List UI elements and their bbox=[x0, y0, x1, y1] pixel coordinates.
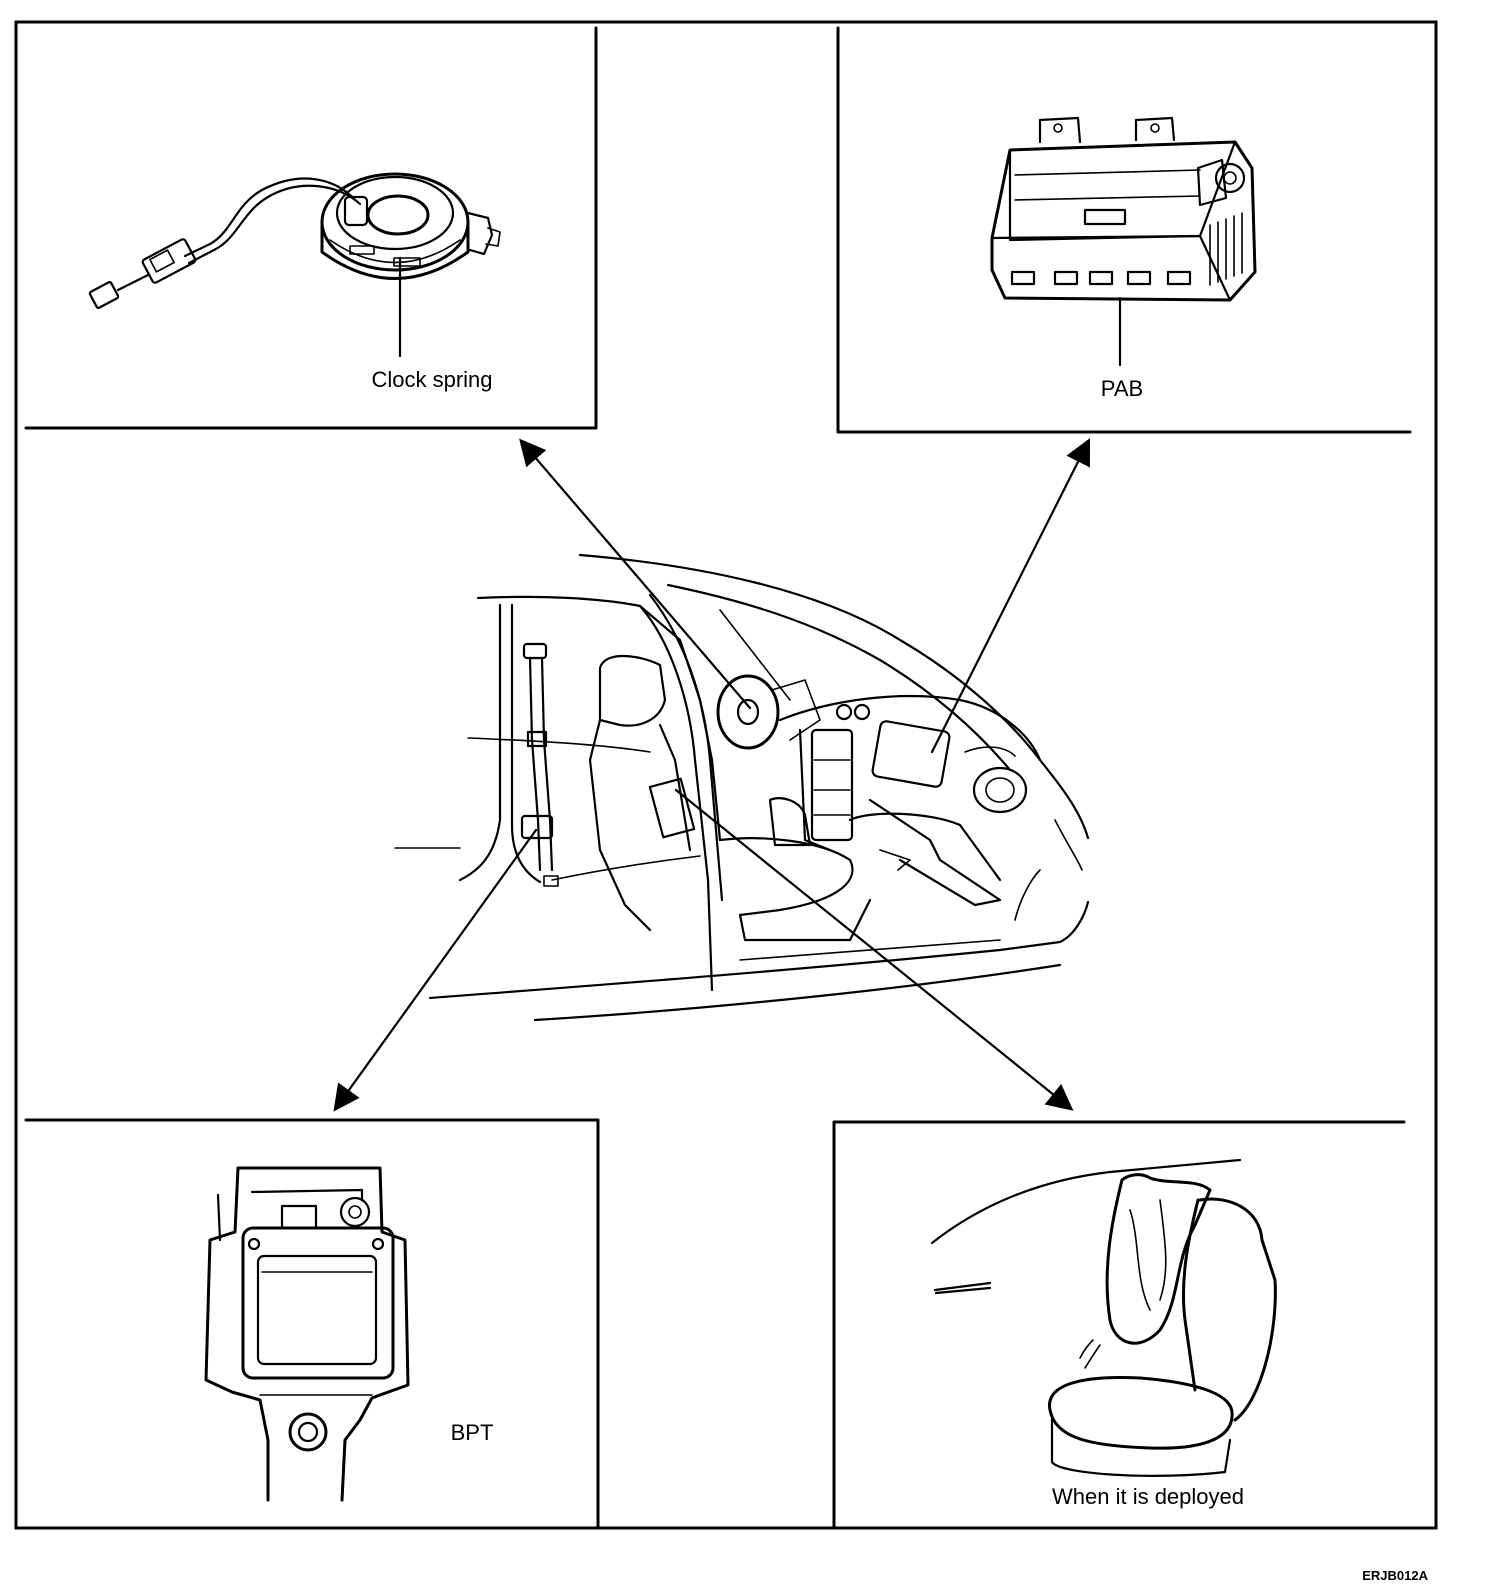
arrow-to-clock-spring bbox=[519, 438, 752, 710]
arrow-to-bpt bbox=[333, 828, 538, 1112]
figure-code: ERJB012A bbox=[1362, 1568, 1428, 1583]
arrows bbox=[333, 438, 1090, 1112]
arrow-to-deployed bbox=[674, 788, 1074, 1111]
seat-belt-pretensioner-icon bbox=[204, 1166, 410, 1502]
airbag-module-icon bbox=[990, 116, 1257, 367]
pab-label: PAB bbox=[1101, 376, 1143, 401]
clock-spring-panel: Clock spring bbox=[24, 26, 598, 430]
arrow-to-pab bbox=[930, 438, 1090, 754]
outer-frame bbox=[14, 20, 1438, 1530]
bpt-label: BPT bbox=[451, 1420, 494, 1445]
deployed-label: When it is deployed bbox=[1052, 1484, 1244, 1509]
deployed-airbag-icon bbox=[930, 1158, 1277, 1477]
clock-spring-label: Clock spring bbox=[371, 367, 492, 392]
clock-spring-icon bbox=[88, 172, 501, 358]
pab-panel: PAB bbox=[836, 26, 1412, 434]
vehicle-interior-icon bbox=[394, 553, 1090, 1022]
bpt-panel: BPT bbox=[24, 1118, 600, 1530]
deployed-panel: When it is deployed bbox=[832, 1120, 1406, 1530]
